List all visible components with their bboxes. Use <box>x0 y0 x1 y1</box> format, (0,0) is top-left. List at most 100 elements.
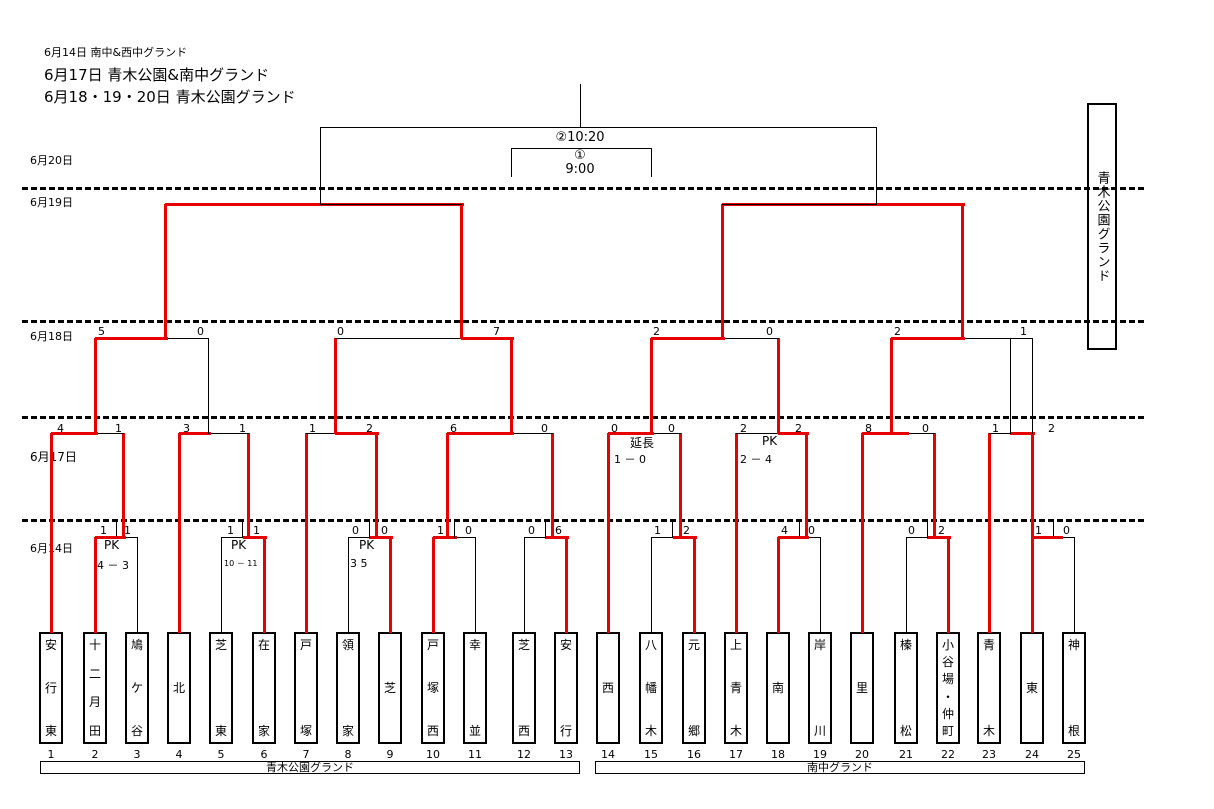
bracket-line <box>905 537 907 633</box>
team-box: 里 <box>850 632 874 744</box>
bracket-line <box>136 537 138 633</box>
team-number: 16 <box>687 748 701 761</box>
team-box: 西 <box>596 632 620 744</box>
team-box: 芝西 <box>512 632 536 744</box>
score-label: 5 <box>98 325 105 338</box>
winner-path <box>678 433 682 538</box>
winner-path <box>333 338 337 434</box>
extra-time-score: 1 － 0 <box>614 453 646 466</box>
team-name-char: 十 <box>88 638 101 652</box>
score-label: 2 <box>653 325 660 338</box>
winner-path <box>946 537 950 633</box>
winner-path <box>1010 431 1035 435</box>
team-box: 芝 <box>378 632 402 744</box>
winner-path <box>932 433 936 538</box>
header-line-1: 6月14日 南中&西中グランド <box>44 46 188 59</box>
bracket-line <box>798 519 800 538</box>
team-name-char: 神 <box>1067 638 1080 652</box>
team-name-char: 鳩 <box>130 638 143 652</box>
team-name-char: 青 <box>982 638 995 652</box>
score-label: 2 <box>1048 422 1055 435</box>
team-name-char: 安 <box>559 638 572 652</box>
venue-label-left: 青木公園グランド <box>40 761 580 774</box>
date-label-19: 6月19日 <box>30 196 73 209</box>
bracket-line <box>926 519 928 538</box>
team-number: 5 <box>217 748 225 761</box>
score-label: 0 <box>352 524 359 537</box>
winner-path <box>447 431 514 435</box>
bracket-line <box>1031 338 1033 434</box>
winner-path <box>552 535 569 539</box>
score-label: 1 <box>239 422 246 435</box>
winner-path <box>778 535 809 539</box>
team-box: 榛松 <box>894 632 918 744</box>
final-time-2: 9:00 <box>565 162 595 177</box>
team-name-char: 幸 <box>468 638 481 652</box>
team-box: 安行 <box>554 632 578 744</box>
team-name-char: 谷 <box>941 655 954 670</box>
score-label: 4 <box>781 524 788 537</box>
team-box: 南 <box>766 632 790 744</box>
score-label: 0 <box>528 524 535 537</box>
bracket-line <box>672 519 673 538</box>
score-label: 1 <box>115 422 122 435</box>
winner-path <box>1032 535 1063 539</box>
winner-path <box>163 204 167 339</box>
winner-path <box>891 336 965 340</box>
team-number: 1 <box>47 748 55 761</box>
team-name-char: 郷 <box>687 724 700 738</box>
winner-path <box>388 537 392 633</box>
team-box: 北 <box>167 632 191 744</box>
score-label: 0 <box>337 325 344 338</box>
bracket-line <box>242 519 243 538</box>
pk-note: PK <box>231 538 247 552</box>
score-label: 0 <box>197 325 204 338</box>
team-name-char: 谷 <box>130 724 143 738</box>
score-label: 1 <box>309 422 316 435</box>
header-line-3: 6月18・19・20日 青木公園グランド <box>44 88 296 106</box>
team-name-char: 川 <box>813 724 826 738</box>
team-name-char: 田 <box>88 723 101 738</box>
team-name-char: 仲 <box>941 706 954 721</box>
team-box: 芝東 <box>209 632 233 744</box>
bracket-line <box>544 519 546 538</box>
team-number: 9 <box>386 748 394 761</box>
team-box: 領家 <box>336 632 360 744</box>
team-name-char: 場 <box>941 672 954 687</box>
team-name-char: 戸 <box>299 638 312 652</box>
team-number: 14 <box>601 748 615 761</box>
team-box: 十二月田 <box>83 632 107 744</box>
winner-path <box>550 433 554 538</box>
score-label: 4 <box>57 422 64 435</box>
score-label: 1 <box>227 524 234 537</box>
team-number: 13 <box>559 748 573 761</box>
winner-path <box>121 433 125 538</box>
side-venue-box: 青木公園グランド <box>1087 103 1117 350</box>
winner-path <box>93 537 97 633</box>
date-label-18: 6月18日 <box>30 330 73 343</box>
team-box: 戸塚 <box>294 632 318 744</box>
team-name-char: 月 <box>88 695 101 710</box>
bracket-line <box>523 537 525 633</box>
winner-path <box>374 433 378 538</box>
team-name-char: 上 <box>729 638 742 652</box>
bracket-line <box>736 432 807 434</box>
bracket-line <box>335 337 512 339</box>
bracket-line <box>579 84 581 128</box>
team-name-char: 戸 <box>426 638 439 652</box>
extra-time-note: 延長 <box>630 436 655 450</box>
team-number: 19 <box>813 748 827 761</box>
score-label: 1 <box>253 524 260 537</box>
final-time-1: ②10:20 <box>555 130 605 145</box>
team-box: 東 <box>1020 632 1044 744</box>
team-name-char: 西 <box>601 681 614 695</box>
team-name-char: 元 <box>687 638 700 652</box>
winner-path <box>431 537 435 633</box>
team-name-char: 並 <box>468 724 481 738</box>
score-label: 1 <box>1035 524 1042 537</box>
winner-path <box>692 537 696 633</box>
bracket-line <box>368 519 370 538</box>
score-label: 1 <box>124 524 131 537</box>
winner-path <box>776 537 780 633</box>
winner-path <box>95 336 168 340</box>
